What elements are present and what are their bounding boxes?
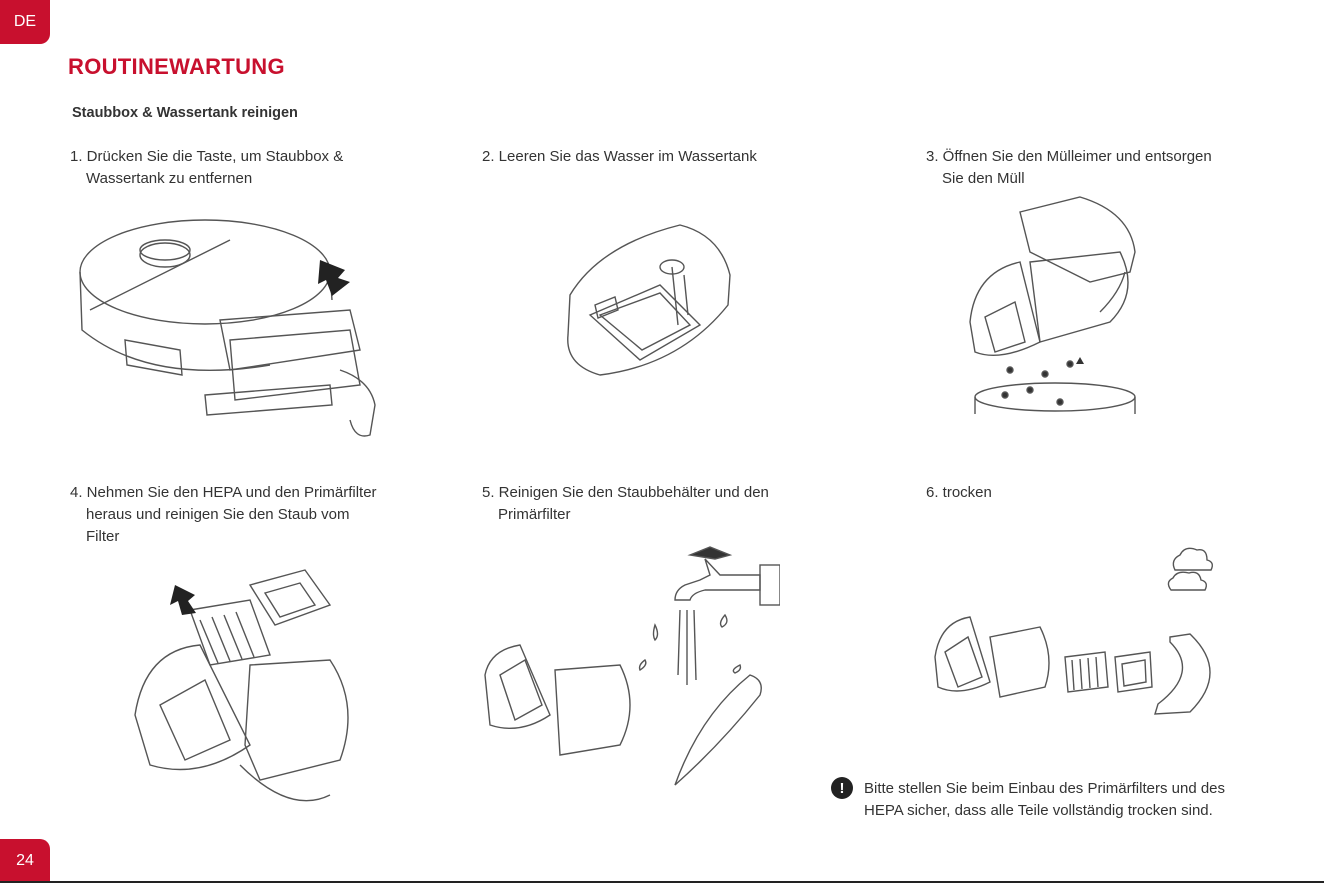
page-number-tab: 24 bbox=[0, 839, 50, 883]
step-1-line-1: 1. Drücken Sie die Taste, um Staubbox & bbox=[70, 148, 344, 165]
section-subtitle: Staubbox & Wassertank reinigen bbox=[72, 105, 298, 121]
step-4-line-2: heraus und reinigen Sie den Staub vom bbox=[86, 506, 350, 523]
filter-removal-illustration bbox=[130, 565, 370, 825]
step-3-line-1: 3. Öffnen Sie den Mülleimer und entsorge… bbox=[926, 148, 1212, 165]
step-4-line-3: Filter bbox=[86, 528, 120, 545]
step-5-text: 5. Reinigen Sie den Staubbehälter und de… bbox=[482, 482, 769, 526]
step-6-text: 6. trocken bbox=[926, 482, 992, 504]
step-5-line-1: 5. Reinigen Sie den Staubbehälter und de… bbox=[482, 484, 769, 501]
air-dry-illustration bbox=[930, 612, 1225, 722]
step-2-text: 2. Leeren Sie das Wasser im Wassertank bbox=[482, 146, 757, 168]
step-1-text: 1. Drücken Sie die Taste, um Staubbox & … bbox=[70, 146, 343, 190]
robot-vacuum-remove-dustbin-illustration bbox=[70, 210, 400, 440]
step-6-line-1: 6. trocken bbox=[926, 484, 992, 501]
step-4-line-1: 4. Nehmen Sie den HEPA und den Primärfil… bbox=[70, 484, 377, 501]
water-tank-emptying-illustration bbox=[560, 215, 740, 385]
note-line-1: Bitte stellen Sie beim Einbau des Primär… bbox=[864, 780, 1226, 797]
bottom-rule bbox=[0, 881, 1324, 883]
exclamation-icon: ! bbox=[831, 777, 853, 799]
page-title: ROUTINEWARTUNG bbox=[68, 54, 285, 79]
rinse-under-tap-illustration bbox=[480, 545, 780, 790]
language-tab: DE bbox=[0, 0, 50, 44]
step-4-text: 4. Nehmen Sie den HEPA und den Primärfil… bbox=[70, 482, 377, 548]
dustbin-emptying-illustration bbox=[960, 192, 1150, 417]
step-2-line-1: 2. Leeren Sie das Wasser im Wassertank bbox=[482, 148, 757, 165]
note-line-2: HEPA sicher, dass alle Teile vollständig… bbox=[864, 802, 1213, 819]
drying-note: Bitte stellen Sie beim Einbau des Primär… bbox=[864, 778, 1225, 822]
page-number: 24 bbox=[16, 852, 34, 869]
step-1-line-2: Wassertank zu entfernen bbox=[86, 170, 253, 187]
step-5-line-2: Primärfilter bbox=[498, 506, 571, 523]
step-3-text: 3. Öffnen Sie den Mülleimer und entsorge… bbox=[926, 146, 1212, 190]
cloud-icon bbox=[1165, 540, 1220, 595]
language-label: DE bbox=[13, 13, 37, 30]
step-3-line-2: Sie den Müll bbox=[942, 170, 1025, 187]
